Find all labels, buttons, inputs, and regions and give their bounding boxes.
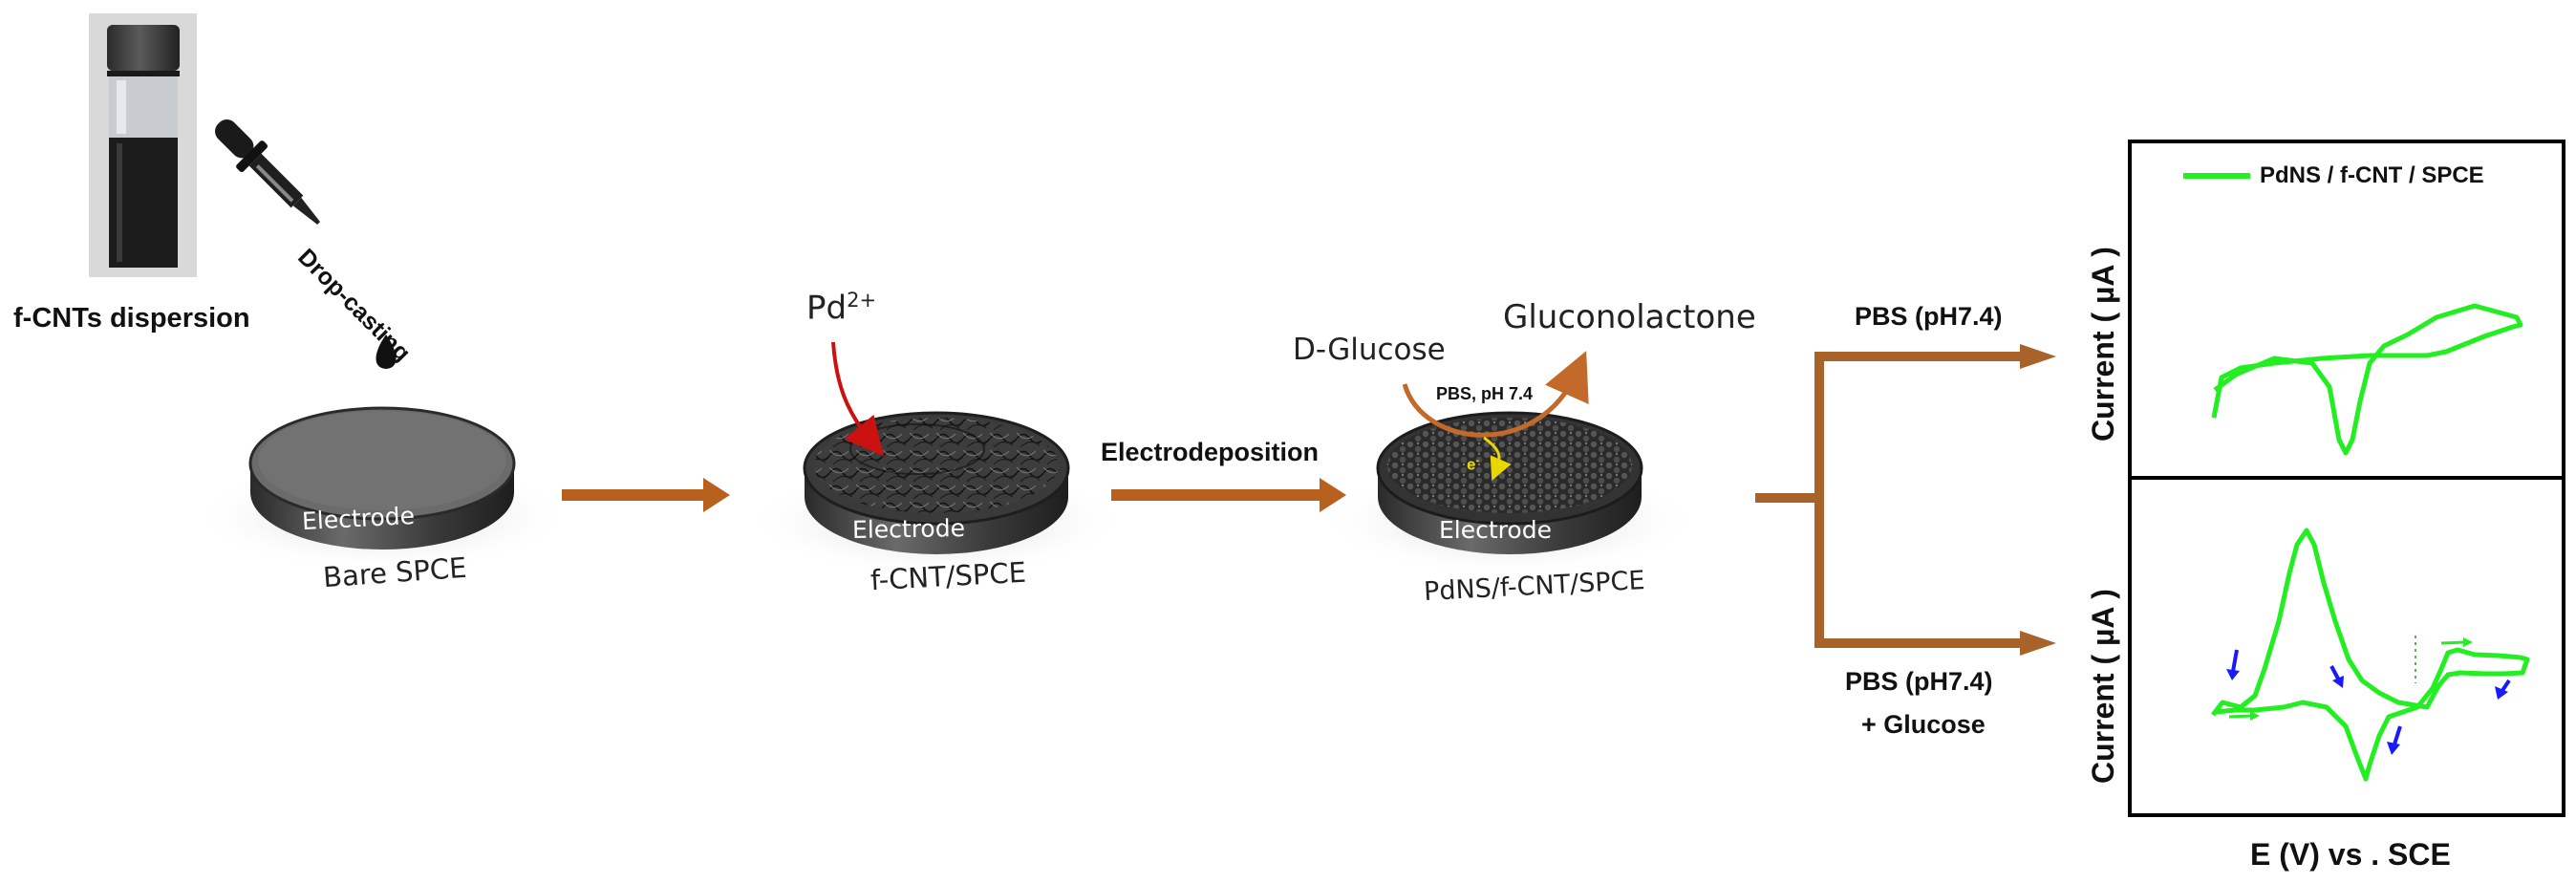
- product-label: Gluconolactone: [1503, 298, 1756, 336]
- step-arrow-1: [562, 478, 730, 512]
- condition-label: PBS, pH 7.4: [1436, 384, 1534, 403]
- electrodeposition-label: Electrodeposition: [1101, 438, 1320, 466]
- plot-top-ylabel: Current ( µA ): [2086, 247, 2120, 442]
- vial-caption: f-CNTs dispersion: [13, 303, 250, 334]
- reaction-arc: [1402, 351, 1589, 438]
- electrode-3-face-label: Electrode: [1439, 516, 1552, 544]
- cv-curve-bottom: [2211, 528, 2530, 782]
- pd-ion-arrow: [831, 341, 884, 457]
- electrode-bare: [191, 406, 573, 571]
- branch-upper-label: PBS (pH7.4): [1855, 302, 2003, 331]
- plot-legend-label: PdNS / f-CNT / SPCE: [2260, 162, 2484, 188]
- electrode-pdns: [1319, 411, 1701, 576]
- branch-lower-label-1: PBS (pH7.4): [1845, 667, 1993, 696]
- electrode-2-face-label: Electrode: [851, 513, 966, 545]
- scan-direction-markers: [2226, 637, 2511, 755]
- plot-xlabel: E (V) vs . SCE: [2250, 837, 2451, 872]
- electrode-1-face-label: Electrode: [301, 501, 416, 536]
- vial-photo: [89, 13, 197, 277]
- step-arrow-2: [1111, 478, 1346, 512]
- pd-ion-label: Pd2+: [806, 289, 877, 328]
- electron-label: e-: [1467, 455, 1480, 474]
- drop-icon: [376, 334, 397, 369]
- substrate-label: D-Glucose: [1293, 333, 1446, 367]
- plot-bottom-ylabel: Current ( µA ): [2086, 589, 2120, 784]
- electrode-fcnt: [745, 411, 1127, 576]
- electron-arrow: [1483, 436, 1512, 482]
- branch-lower-label-2: + Glucose: [1861, 710, 1986, 739]
- cv-curve-top: [2211, 303, 2523, 456]
- branch-connector: [1755, 344, 2056, 656]
- dropper-icon: [215, 119, 397, 369]
